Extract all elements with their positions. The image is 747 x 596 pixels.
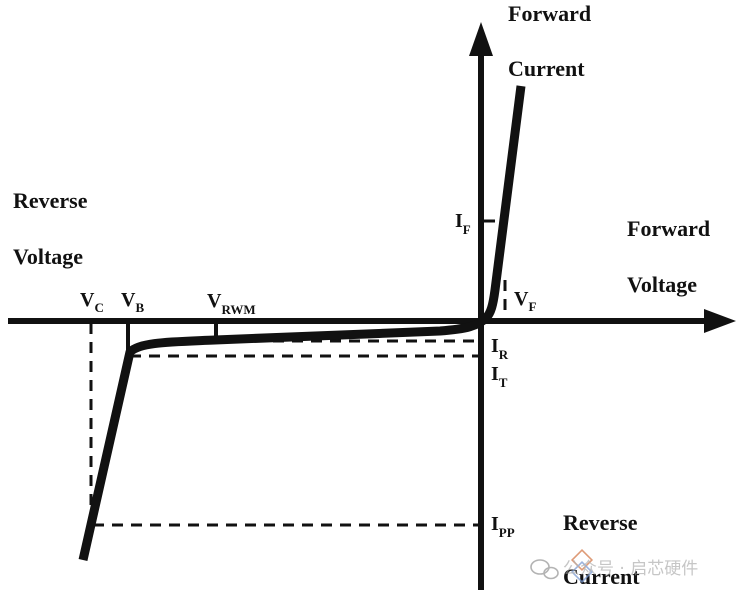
ipp-label: IPP: [491, 513, 515, 540]
vf-label: VF: [514, 288, 536, 314]
vb-label: VB: [121, 289, 144, 315]
wechat-icon: [530, 559, 559, 580]
forward-current-label-line2: Current: [508, 56, 585, 81]
logo-icon: [570, 548, 594, 584]
forward-voltage-label-line1: Forward: [627, 216, 710, 241]
forward-current-label-line1: Forward: [508, 1, 591, 26]
reverse-voltage-label-line2: Voltage: [13, 244, 83, 269]
voltage-axis-arrowhead: [704, 309, 736, 333]
it-label: IT: [491, 363, 508, 390]
if-label: IF: [455, 210, 471, 237]
watermark-text: 公众号 · 启芯硬件: [563, 559, 698, 579]
current-axis-arrowhead: [469, 22, 493, 56]
vc-label: VC: [80, 289, 104, 315]
reverse-voltage-label-line1: Reverse: [13, 188, 88, 213]
watermark: 公众号 · 启芯硬件: [530, 548, 698, 584]
ir-label: IR: [491, 335, 509, 362]
forward-voltage-label-line2: Voltage: [627, 272, 697, 297]
iv-curve: [78, 85, 526, 561]
reverse-current-label-line1: Reverse: [563, 510, 638, 535]
vrwm-label: VRWM: [207, 290, 256, 317]
